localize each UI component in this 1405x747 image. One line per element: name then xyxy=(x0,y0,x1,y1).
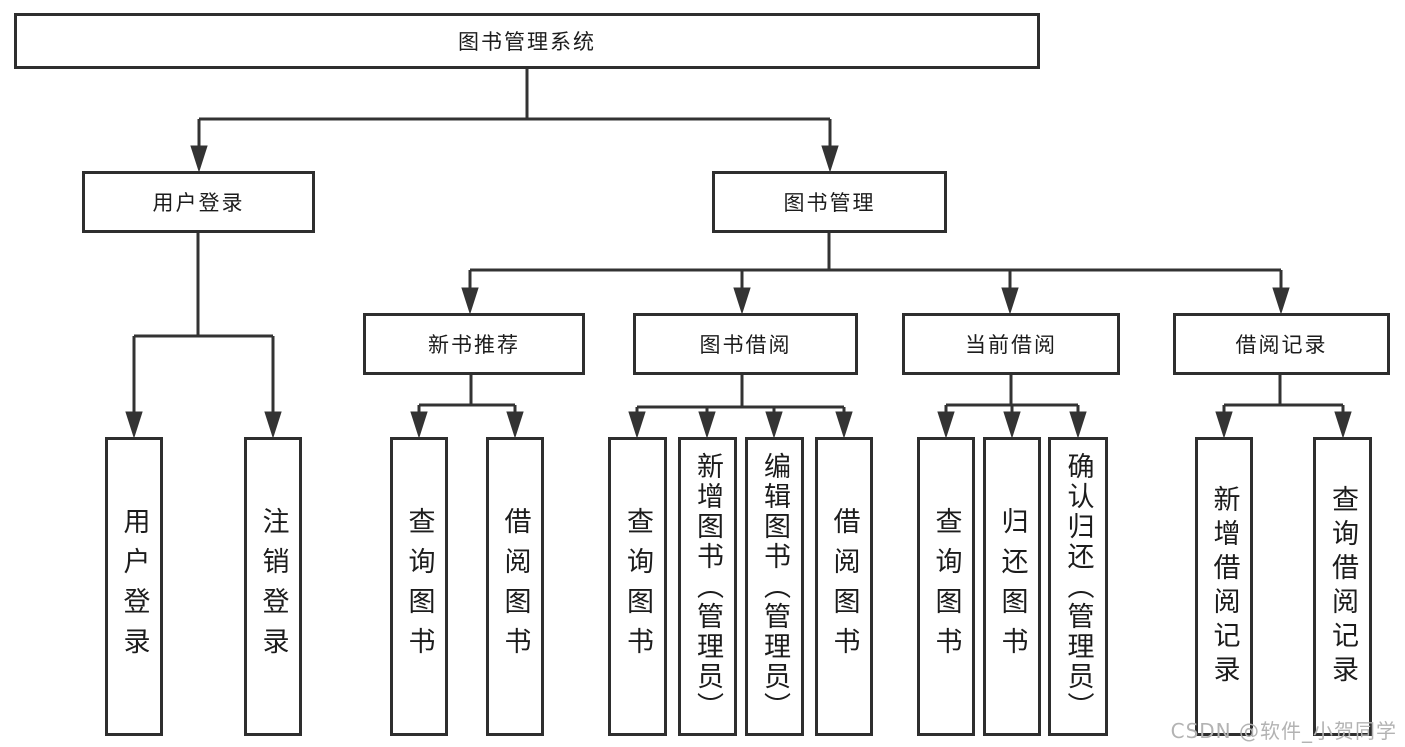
branch-new-book-recommend-label: 新书推荐 xyxy=(428,333,520,357)
leaf-recommend-query-books: 查询图书 xyxy=(390,437,448,736)
leaf-current-return-books: 归还图书 xyxy=(983,437,1041,736)
branch-current-borrow-label: 当前借阅 xyxy=(965,333,1057,357)
leaf-recommend-borrow-books: 借阅图书 xyxy=(486,437,544,736)
branch-book-borrow-label: 图书借阅 xyxy=(699,333,792,357)
leaf-borrow-add-books-admin: 新增图书（管理员） xyxy=(678,437,737,736)
leaf-borrow-add-books-admin-label: 新增图书（管理员） xyxy=(692,451,723,722)
leaf-current-confirm-return-admin: 确认归还（管理员） xyxy=(1048,437,1108,736)
leaf-current-confirm-return-admin-label: 确认归还（管理员） xyxy=(1062,451,1094,722)
leaf-borrow-query-books: 查询图书 xyxy=(608,437,667,736)
leaf-borrow-query-books-label: 查询图书 xyxy=(622,506,653,667)
branch-new-book-recommend: 新书推荐 xyxy=(363,313,585,375)
leaf-user-login-label: 用户登录 xyxy=(118,506,150,667)
leaf-borrow-edit-books-admin-label: 编辑图书（管理员） xyxy=(759,451,790,722)
leaf-recommend-borrow-books-label: 借阅图书 xyxy=(499,506,531,667)
leaf-borrow-borrow-books-label: 借阅图书 xyxy=(828,506,860,667)
leaf-user-login: 用户登录 xyxy=(105,437,163,736)
leaf-logout-label: 注销登录 xyxy=(257,506,289,667)
leaf-records-query-record-label: 查询借阅记录 xyxy=(1327,484,1358,689)
branch-borrow-records: 借阅记录 xyxy=(1173,313,1390,375)
branch-current-borrow: 当前借阅 xyxy=(902,313,1120,375)
csdn-watermark: CSDN @软件_小贺同学 xyxy=(1170,719,1397,743)
leaf-borrow-edit-books-admin: 编辑图书（管理员） xyxy=(745,437,804,736)
leaf-current-query-books: 查询图书 xyxy=(917,437,975,736)
root-node: 图书管理系统 xyxy=(14,13,1040,69)
leaf-logout: 注销登录 xyxy=(244,437,302,736)
leaf-recommend-query-books-label: 查询图书 xyxy=(403,506,435,667)
branch-user-login: 用户登录 xyxy=(82,171,315,233)
leaf-current-query-books-label: 查询图书 xyxy=(930,506,962,667)
branch-borrow-records-label: 借阅记录 xyxy=(1235,333,1328,357)
branch-book-borrow: 图书借阅 xyxy=(633,313,858,375)
branch-user-login-label: 用户登录 xyxy=(152,191,245,215)
leaf-records-add-record-label: 新增借阅记录 xyxy=(1208,484,1240,689)
leaf-records-add-record: 新增借阅记录 xyxy=(1195,437,1253,736)
root-node-label: 图书管理系统 xyxy=(458,30,596,54)
branch-book-management: 图书管理 xyxy=(712,171,947,233)
leaf-borrow-borrow-books: 借阅图书 xyxy=(815,437,873,736)
leaf-current-return-books-label: 归还图书 xyxy=(996,506,1028,667)
branch-book-management-label: 图书管理 xyxy=(783,191,876,215)
leaf-records-query-record: 查询借阅记录 xyxy=(1313,437,1372,736)
